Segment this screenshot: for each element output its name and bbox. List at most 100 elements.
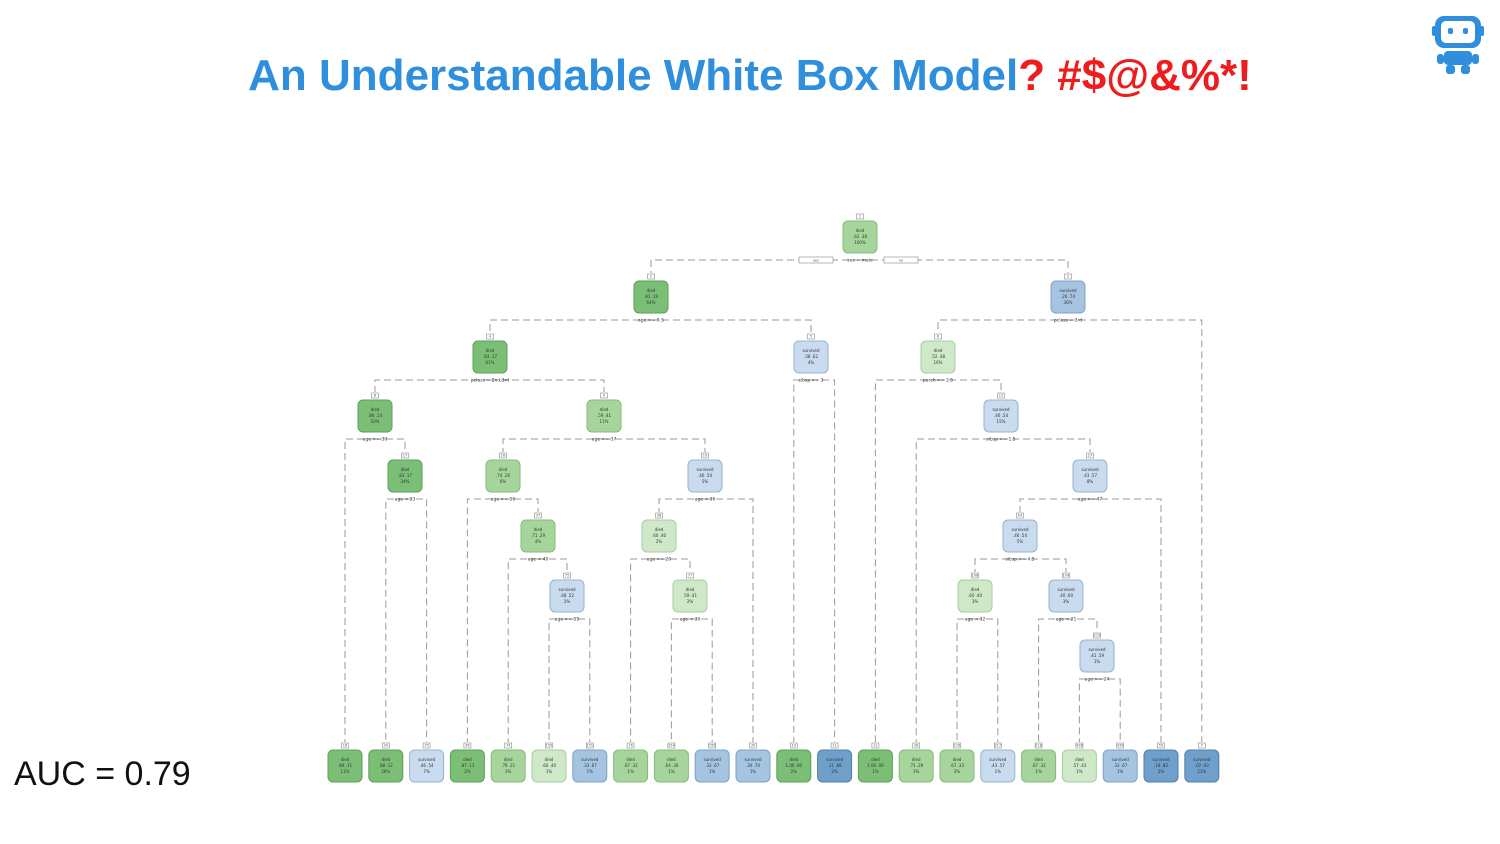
node-number-tag [997, 392, 1005, 399]
node-number: 74 [506, 744, 511, 748]
tree-edge [937, 319, 1068, 333]
node-number: 1 [859, 215, 861, 219]
node-number-tag [463, 742, 472, 749]
node-box [633, 280, 669, 314]
tree-edge [385, 498, 405, 742]
node-percent: 2% [831, 769, 838, 774]
node-number: 77 [688, 574, 692, 578]
tree-edge [503, 498, 539, 512]
node-box [1050, 280, 1086, 314]
node-class: died [534, 527, 543, 532]
node-probs: .59 .41 [683, 593, 697, 598]
node-box [898, 749, 934, 783]
node-number-tag [1034, 742, 1043, 749]
node-number: 150 [546, 744, 553, 748]
split-rule: sibsp >= 1.5 [986, 437, 1015, 443]
node-number: 19 [703, 454, 707, 458]
tree-edge [1090, 498, 1162, 742]
split-rule: age < 36 [695, 497, 716, 503]
node-percent: 1% [1076, 769, 1083, 774]
node-probs: .57 .43 [1072, 763, 1086, 768]
node-number-tag [504, 742, 513, 749]
node-box [817, 749, 853, 783]
node-box [531, 749, 567, 783]
split-rule: age < 21 [1056, 617, 1077, 623]
node-box [857, 749, 893, 783]
auc-score: AUC = 0.79 [14, 755, 191, 793]
node-probs: .60 .40 [968, 593, 982, 598]
tree-edge [375, 438, 406, 452]
node-percent: 7% [423, 769, 430, 774]
node-number: 34 [384, 744, 389, 748]
node-box [1061, 749, 1097, 783]
split-rule: age >= 37 [592, 437, 617, 443]
node-percent: 2% [1158, 769, 1165, 774]
node-probs: .33 .67 [583, 763, 597, 768]
tree-edge [344, 438, 375, 742]
split-rule: age < 33 [395, 497, 416, 503]
node-box [980, 749, 1016, 783]
node-probs: .40 .60 [1059, 593, 1073, 598]
node-class: died [381, 757, 390, 762]
tree-edge [490, 379, 605, 392]
node-percent: 5% [702, 479, 709, 484]
node-probs: .87 .13 [460, 763, 474, 768]
node-number: 18 [501, 454, 505, 458]
node-number-tag [686, 572, 694, 579]
node-number-tag [1086, 452, 1094, 459]
tree-edge [915, 438, 1001, 742]
node-class: died [647, 288, 656, 293]
split-rule: pclass = 2nd,3rd [471, 378, 509, 384]
node-number-tag [749, 742, 757, 749]
split-rule: age >= 30 [363, 437, 388, 443]
node-probs: .88 .12 [379, 763, 393, 768]
node-number: 4 [489, 335, 492, 339]
split-rule: age >= 59 [555, 617, 580, 623]
node-percent: 2% [464, 769, 471, 774]
node-number: 151 [586, 744, 593, 748]
node-box [641, 519, 677, 553]
node-box [842, 220, 878, 254]
robot-icon [1432, 16, 1484, 74]
node-number: 38 [657, 514, 661, 518]
node-number: 8 [374, 394, 376, 398]
tree-edge [651, 319, 812, 333]
node-class: died [371, 407, 380, 412]
node-number: 54 [1018, 514, 1023, 518]
node-class: survived [744, 757, 762, 762]
node-percent: 5% [1017, 539, 1024, 544]
tree-edge [567, 618, 591, 742]
node-probs: .46 .54 [994, 413, 1008, 418]
node-number: 76 [628, 744, 632, 748]
node-probs: .43 .57 [1083, 473, 1097, 478]
node-number-tag [341, 742, 349, 749]
node-probs: .41 .59 [1090, 653, 1104, 658]
tree-edge [507, 558, 538, 742]
node-percent: 1% [1117, 769, 1124, 774]
node-percent: 1% [1035, 769, 1042, 774]
node-probs: .64 .36 [664, 763, 678, 768]
node-box [368, 749, 404, 783]
node-percent: 11% [341, 769, 350, 774]
node-number-tag [1062, 572, 1070, 579]
node-number-tag [545, 742, 553, 749]
node-box [1143, 749, 1179, 783]
node-number-tag [422, 742, 431, 749]
node-box [1021, 749, 1057, 783]
node-number-tag [1075, 742, 1084, 749]
split-rule: sibsp >= 3 [799, 378, 824, 384]
node-probs: .33 .67 [705, 763, 719, 768]
node-percent: 1% [1094, 659, 1101, 664]
node-number-tag [912, 742, 921, 749]
tree-edge [659, 558, 691, 572]
